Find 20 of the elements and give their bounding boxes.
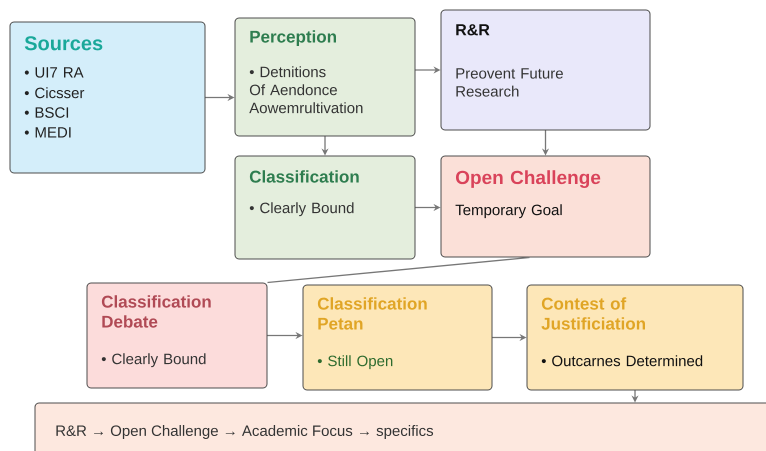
box-text: • UI7 RA: [24, 67, 84, 78]
box-heading: Open Challenge: [456, 170, 600, 188]
flow-text: R&R → Open Challenge → Academic Focus → specifics: [56, 425, 434, 439]
box-text: • Clearly Bound: [102, 353, 206, 368]
box-text: • Clearly Bound: [250, 202, 354, 216]
box-heading: Sources: [24, 36, 102, 50]
box-heading: Classification: [250, 170, 359, 183]
box-text: Preovent Future Research: [456, 68, 563, 97]
box-heading: Perception: [250, 30, 336, 46]
box-text: • Outcarnes Determined: [542, 355, 702, 366]
box-text: • Cicsser: [24, 87, 84, 98]
box-text: • MEDI: [24, 127, 71, 138]
box-text: Temporary Goal: [456, 204, 562, 218]
box-heading: Classification Debate: [102, 295, 211, 328]
box-text: • BSCI: [24, 107, 68, 118]
box-text: • Still Open: [318, 355, 392, 370]
box-heading: Classification Petan: [318, 297, 427, 330]
box-text: • Detnitions Of Aendonce Aowemrultivation: [249, 66, 362, 114]
box-heading: R&R: [456, 24, 490, 36]
box-heading: Contest of Justificiation: [541, 297, 645, 330]
